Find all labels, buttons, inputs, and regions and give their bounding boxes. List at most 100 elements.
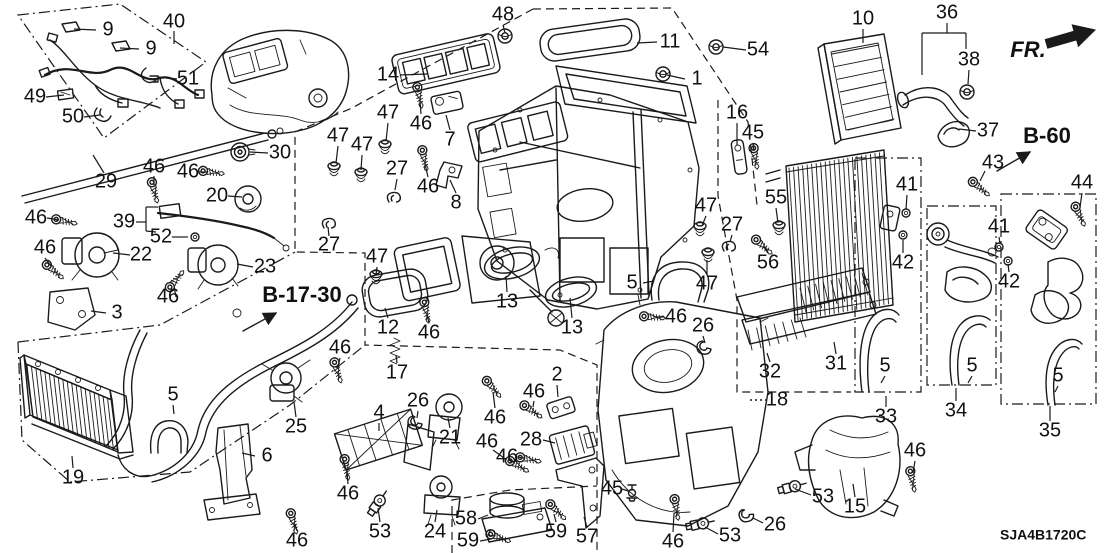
screw-part [418, 296, 434, 325]
actuator-24 [423, 475, 461, 526]
callout-40: 40 [163, 10, 185, 32]
oring-part [994, 242, 1004, 252]
section-ref-label: B-17-30 [262, 282, 341, 307]
leader-line [172, 404, 175, 415]
leader-line [395, 354, 398, 364]
callout-38: 38 [958, 48, 980, 70]
pipe-box-34 [926, 205, 997, 386]
spring-17 [389, 337, 401, 365]
hatch-line [107, 397, 114, 451]
screw-part [904, 465, 920, 494]
callout-42: 42 [998, 270, 1020, 292]
callout-4: 4 [373, 401, 384, 423]
leader-line [722, 46, 747, 51]
callout-31: 31 [825, 352, 847, 374]
seal-11 [539, 18, 641, 62]
resistor-28 [548, 425, 598, 465]
hatch-line [799, 317, 807, 338]
pipe-cover-6 [203, 423, 261, 521]
leader-line [385, 122, 389, 142]
callout-16: 16 [726, 101, 748, 123]
seal-13b [544, 276, 598, 308]
hatch-line [815, 283, 822, 309]
callout-8: 8 [450, 191, 461, 213]
leader-line [335, 145, 339, 164]
callout-13: 13 [496, 290, 518, 312]
screw-part [668, 493, 684, 522]
leader-line [447, 417, 451, 429]
leader-line [492, 391, 496, 409]
leader-line [249, 151, 269, 154]
seal-12 [361, 268, 429, 318]
callout-13: 13 [561, 316, 583, 338]
leader-line [912, 460, 916, 474]
leader-line [73, 28, 97, 31]
callout-42: 42 [892, 251, 914, 273]
hatch-line [874, 153, 885, 306]
leader-line [492, 449, 505, 459]
screw-part [1068, 200, 1090, 229]
section-ref-label: B-60 [1023, 123, 1071, 148]
callout-53: 53 [812, 485, 834, 507]
callout-46: 46 [484, 406, 506, 428]
clip-part [696, 340, 712, 355]
leader-line [766, 352, 771, 363]
callout-12: 12 [377, 316, 399, 338]
callout-33: 33 [875, 405, 897, 427]
hatch-line [80, 386, 88, 440]
leader-line [553, 513, 557, 523]
hatch-line [853, 274, 861, 298]
callout-59: 59 [545, 520, 567, 542]
hatch-line [820, 162, 831, 315]
leader-line [583, 516, 588, 528]
callout-26: 26 [764, 513, 786, 535]
screw-part [338, 453, 354, 482]
hatch-line [93, 392, 101, 446]
hatch-line [839, 81, 887, 93]
callout-7: 7 [444, 128, 455, 150]
hatch-line [31, 366, 38, 420]
oring-part [898, 230, 908, 240]
hatch-line [807, 285, 815, 311]
leader-line [112, 252, 131, 256]
callout-47: 47 [695, 194, 717, 216]
elbow-37 [937, 120, 970, 148]
leader-line [794, 488, 812, 496]
callout-24: 24 [424, 520, 446, 542]
callout-46: 46 [286, 529, 308, 551]
air-filter-10 [817, 33, 902, 145]
callout-2: 2 [551, 363, 562, 385]
hatch-line [57, 377, 65, 431]
callout-20: 20 [206, 184, 228, 206]
hatch-line [799, 287, 807, 313]
callout-46: 46 [25, 206, 47, 228]
pipe-box-33 [854, 157, 922, 393]
screw-part [50, 213, 79, 229]
hatch-line [39, 370, 47, 423]
grommet-part [772, 220, 786, 236]
grommet-part [378, 139, 392, 155]
leader-line [967, 69, 970, 85]
leader-line [880, 375, 886, 384]
leader-line [642, 280, 655, 284]
leader-line [46, 217, 60, 221]
leader-line [556, 384, 559, 398]
callout-46: 46 [476, 430, 498, 452]
leader-line [445, 114, 451, 131]
heater-hoses [105, 294, 359, 483]
hatch-line [98, 394, 106, 447]
grommet-part [701, 247, 715, 263]
leader-line [621, 488, 629, 492]
leader-line [157, 76, 178, 80]
callout-51: 51 [177, 67, 199, 89]
pipe-box-34-parts [926, 222, 999, 386]
callout-37: 37 [977, 119, 999, 141]
hatch-line [883, 151, 894, 304]
callout-5: 5 [167, 383, 178, 405]
callout-57: 57 [576, 525, 598, 547]
leader-line [434, 509, 438, 523]
callout-43: 43 [982, 151, 1004, 173]
hatch-line [347, 429, 361, 467]
pipe-box-33-parts [859, 204, 901, 393]
